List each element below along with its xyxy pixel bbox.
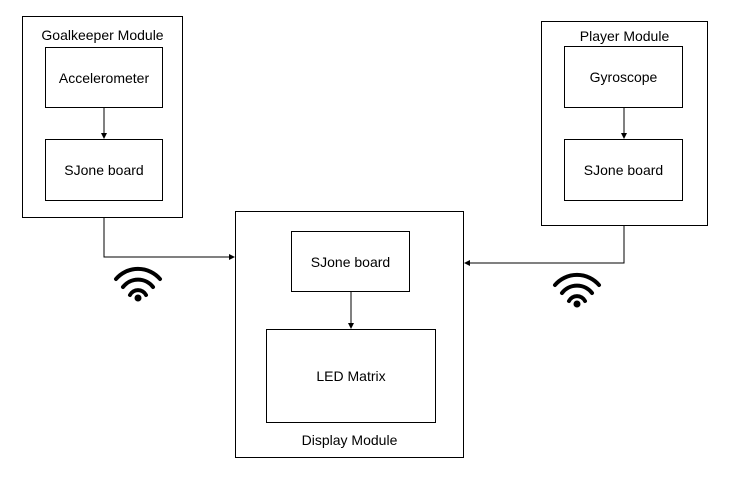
- wifi-icon: [114, 266, 162, 302]
- goalkeeper-module-title: Goalkeeper Module: [41, 27, 164, 43]
- display-sjone-board-label: SJone board: [310, 253, 391, 270]
- display-module-title: Display Module: [301, 432, 398, 448]
- player-module-title: Player Module: [579, 28, 670, 44]
- goalkeeper-sjone-board-box: SJone board: [45, 139, 163, 201]
- goalkeeper-to-display-arrow: [103, 218, 235, 260]
- wifi-icon: [553, 272, 601, 308]
- led-matrix-label: LED Matrix: [316, 368, 386, 384]
- display-sjone-board-box: SJone board: [291, 231, 410, 292]
- goalkeeper-sjone-board-label: SJone board: [64, 162, 144, 178]
- player-sjone-board-box: SJone board: [564, 139, 683, 201]
- gyroscope-label: Gyroscope: [589, 69, 658, 85]
- player-to-display-arrow: [464, 226, 625, 266]
- accelerometer-label: Accelerometer: [58, 69, 150, 86]
- led-matrix-box: LED Matrix: [266, 329, 436, 423]
- accelerometer-box: Accelerometer: [45, 47, 163, 108]
- player-sjone-board-label: SJone board: [583, 162, 664, 178]
- gyroscope-box: Gyroscope: [564, 46, 683, 108]
